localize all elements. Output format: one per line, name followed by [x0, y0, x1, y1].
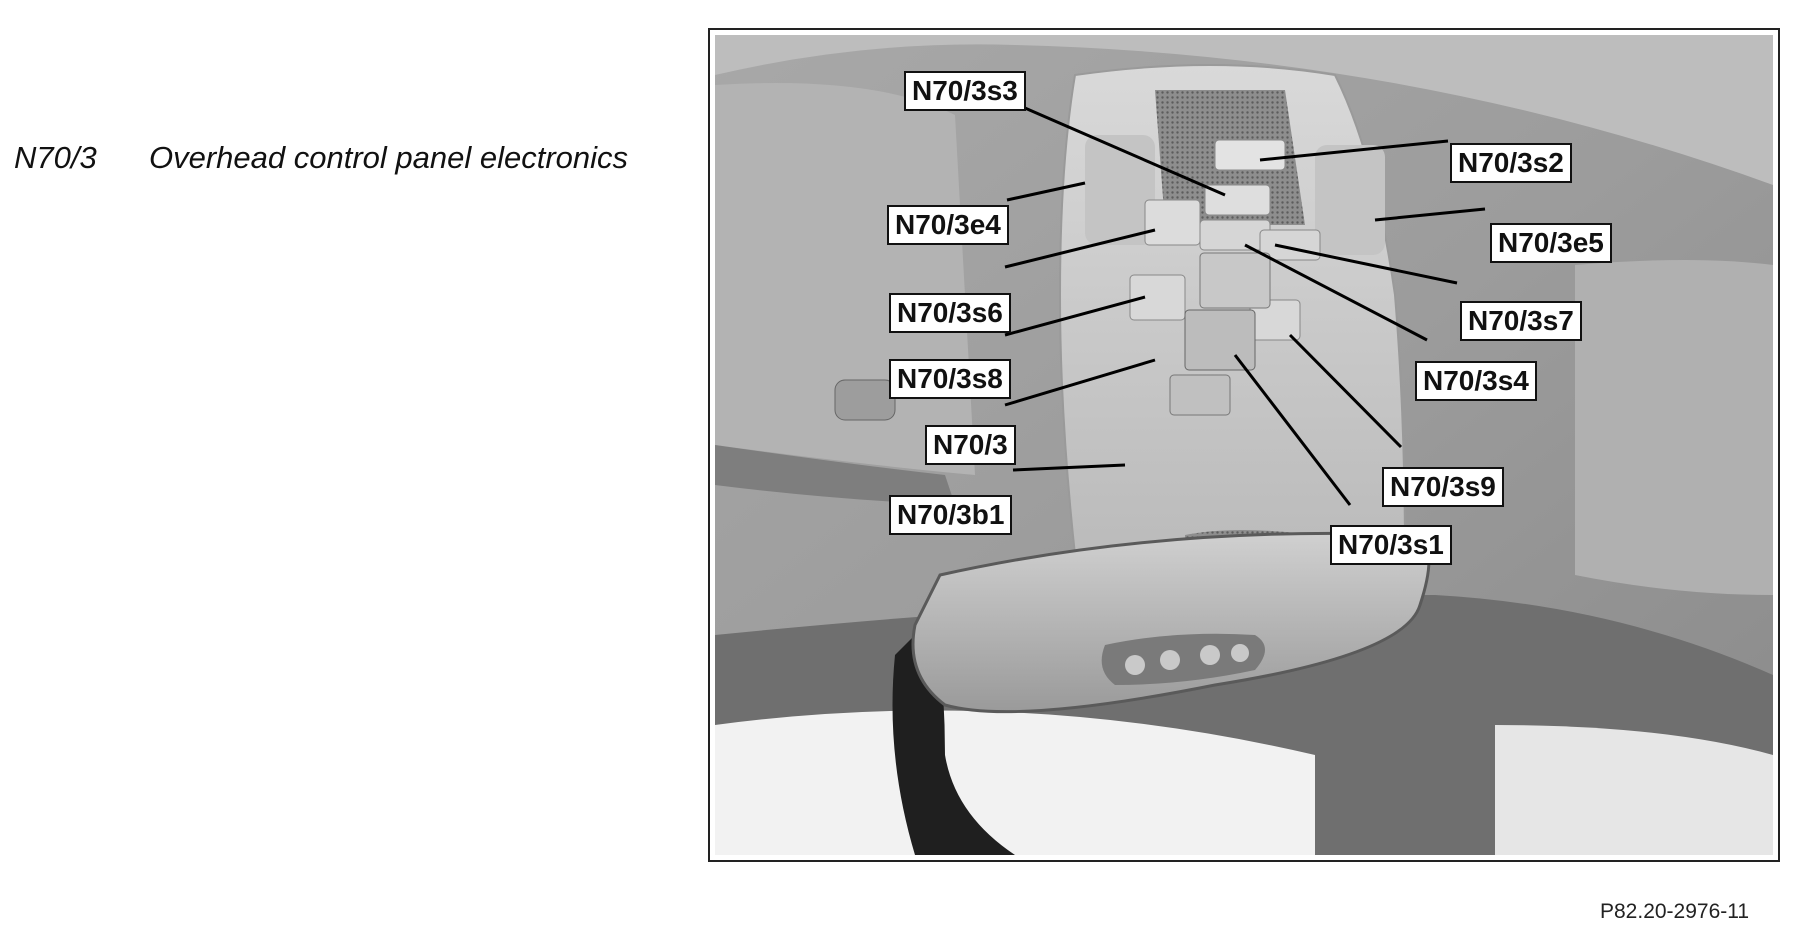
- callout-n70-3s1: N70/3s1: [1330, 525, 1452, 565]
- callout-n70-3s3: N70/3s3: [904, 71, 1026, 111]
- callout-n70-3e5: N70/3e5: [1490, 223, 1612, 263]
- callout-n70-3: N70/3: [925, 425, 1016, 465]
- overhead-panel-photo: [715, 35, 1773, 855]
- figure-caption: N70/3 Overhead control panel electronics: [14, 140, 628, 176]
- callout-n70-3e4: N70/3e4: [887, 205, 1009, 245]
- callout-labels: .lbl { position:absolute; background:#ff…: [715, 35, 1773, 855]
- callout-n70-3s4: N70/3s4: [1415, 361, 1537, 401]
- callout-n70-3b1: N70/3b1: [889, 495, 1013, 535]
- callout-n70-3s6: N70/3s6: [889, 293, 1011, 333]
- figure-reference-number: P82.20-2976-11: [1600, 900, 1750, 923]
- caption-description: Overhead control panel electronics: [149, 140, 629, 175]
- callout-n70-3s9: N70/3s9: [1382, 467, 1504, 507]
- callout-n70-3s8: N70/3s8: [889, 359, 1011, 399]
- callout-n70-3s7: N70/3s7: [1460, 301, 1582, 341]
- callout-n70-3s2: N70/3s2: [1450, 143, 1572, 183]
- caption-code: N70/3: [14, 140, 97, 175]
